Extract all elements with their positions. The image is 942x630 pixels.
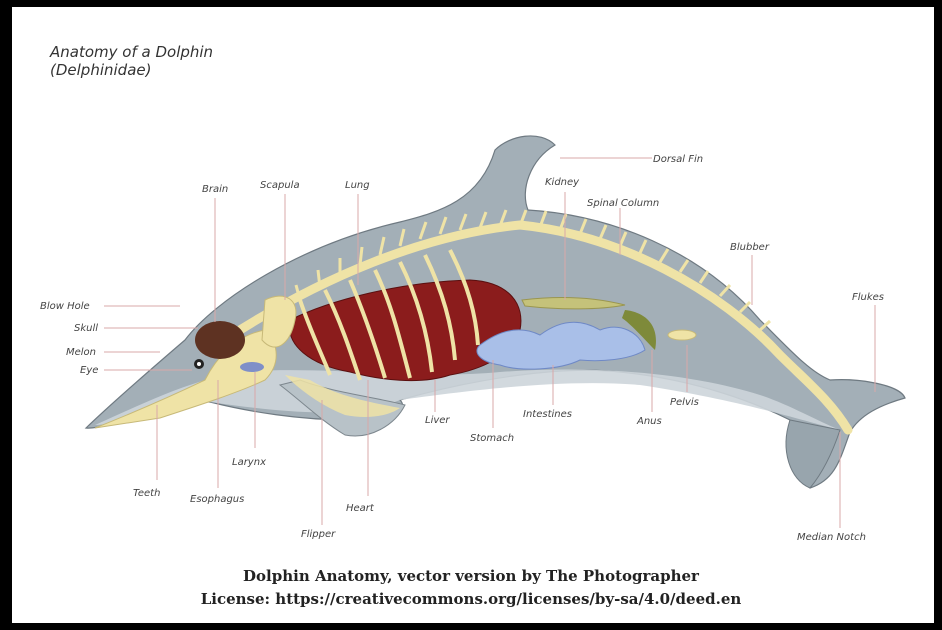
label-dorsal-fin: Dorsal Fin bbox=[653, 154, 703, 165]
label-skull: Skull bbox=[74, 323, 98, 334]
label-kidney: Kidney bbox=[545, 177, 580, 188]
brain-shape bbox=[195, 321, 245, 359]
label-flukes: Flukes bbox=[852, 292, 884, 303]
label-teeth: Teeth bbox=[133, 488, 160, 499]
label-spinal-column: Spinal Column bbox=[587, 198, 659, 209]
label-median-notch: Median Notch bbox=[797, 532, 866, 543]
label-esophagus: Esophagus bbox=[190, 494, 244, 505]
eye-highlight bbox=[197, 362, 201, 366]
larynx-shape bbox=[240, 362, 264, 372]
label-blow-hole: Blow Hole bbox=[40, 301, 90, 312]
credit-line-1: Dolphin Anatomy, vector version by The P… bbox=[0, 567, 942, 585]
credit-license: License: https://creativecommons.org/lic… bbox=[0, 590, 942, 608]
label-lung: Lung bbox=[345, 180, 370, 191]
label-anus: Anus bbox=[636, 416, 662, 427]
label-scapula: Scapula bbox=[260, 180, 300, 191]
label-brain: Brain bbox=[202, 184, 228, 195]
label-flipper: Flipper bbox=[301, 529, 336, 540]
label-intestines: Intestines bbox=[523, 409, 572, 420]
label-liver: Liver bbox=[425, 415, 450, 426]
label-stomach: Stomach bbox=[470, 433, 514, 444]
label-melon: Melon bbox=[66, 347, 96, 358]
label-larynx: Larynx bbox=[232, 457, 266, 468]
label-eye: Eye bbox=[80, 365, 98, 376]
pelvis-shape bbox=[668, 330, 696, 340]
label-pelvis: Pelvis bbox=[670, 397, 699, 408]
label-blubber: Blubber bbox=[730, 242, 770, 253]
label-heart: Heart bbox=[346, 503, 375, 514]
